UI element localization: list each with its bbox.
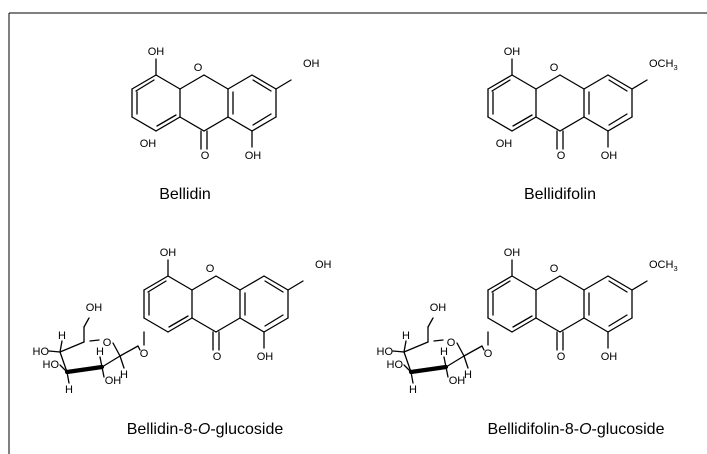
hydroxyl-1: OH xyxy=(601,351,618,363)
hydroxyl-5: OH xyxy=(504,247,521,259)
c2-hydroxyl: OH xyxy=(105,375,122,387)
structure-bellidifolin: O OH OCH3 OH OH O Bellidifolin xyxy=(487,46,678,203)
ring-oxygen: O xyxy=(550,263,559,275)
hydroxyl-1: OH xyxy=(601,150,618,162)
c3-hydroxyl: HO xyxy=(387,359,404,371)
c4-hydrogen: H xyxy=(58,330,66,342)
hydroxyl-3: OH xyxy=(303,58,320,70)
structure-bellidifolin-glucoside: O OH OCH3 O OH O O OH HO H HO H H OH H B… xyxy=(377,247,678,438)
anomeric-hydrogen: H xyxy=(120,369,128,381)
c6-hydroxyl: OH xyxy=(430,302,447,314)
caption-bellidifolin-glucoside: Bellidifolin-8-O-glucoside xyxy=(488,421,665,438)
caption-bellidin-glucoside: Bellidin-8-O-glucoside xyxy=(127,421,284,438)
c3-hydroxyl: HO xyxy=(43,359,60,371)
structure-bellidin-glucoside: O OH OH O OH O O OH HO H HO H H OH H Bel… xyxy=(33,247,332,438)
hydroxyl-8: OH xyxy=(140,138,157,150)
c4-hydroxyl: HO xyxy=(33,346,50,358)
figure-frame xyxy=(8,12,707,454)
c2-hydrogen: H xyxy=(96,346,104,358)
caption-bellidin: Bellidin xyxy=(159,186,211,203)
c4-hydrogen: H xyxy=(402,330,410,342)
glycosidic-oxygen: O xyxy=(140,348,149,360)
ring-oxygen: O xyxy=(206,263,215,275)
c6-hydroxyl: OH xyxy=(86,302,103,314)
hydroxyl-5: OH xyxy=(148,46,165,58)
anomeric-hydrogen: H xyxy=(464,369,472,381)
c3-hydrogen: H xyxy=(65,384,73,396)
hydroxyl-5: OH xyxy=(160,247,177,259)
structure-bellidin: O OH OH OH OH O Bellidin xyxy=(131,46,320,203)
carbonyl-oxygen: O xyxy=(557,150,566,162)
carbonyl-oxygen: O xyxy=(201,150,210,162)
hydroxyl-1: OH xyxy=(245,150,262,162)
c3-hydrogen: H xyxy=(409,384,417,396)
carbonyl-oxygen: O xyxy=(213,351,222,363)
c2-hydrogen: H xyxy=(440,346,448,358)
c4-hydroxyl: HO xyxy=(377,346,394,358)
pyranose-oxygen: O xyxy=(103,337,112,349)
caption-bellidifolin: Bellidifolin xyxy=(524,186,596,203)
ring-oxygen: O xyxy=(550,62,559,74)
hydroxyl-1: OH xyxy=(257,351,274,363)
hydroxyl-8: OH xyxy=(496,138,513,150)
c2-hydroxyl: OH xyxy=(449,375,466,387)
ring-oxygen: O xyxy=(194,62,203,74)
carbonyl-oxygen: O xyxy=(557,351,566,363)
methoxy-3: OCH3 xyxy=(649,58,678,72)
hydroxyl-5: OH xyxy=(504,46,521,58)
methoxy-3: OCH3 xyxy=(649,259,678,273)
pyranose-oxygen: O xyxy=(447,337,456,349)
glycosidic-oxygen: O xyxy=(484,348,493,360)
hydroxyl-3: OH xyxy=(315,259,332,271)
